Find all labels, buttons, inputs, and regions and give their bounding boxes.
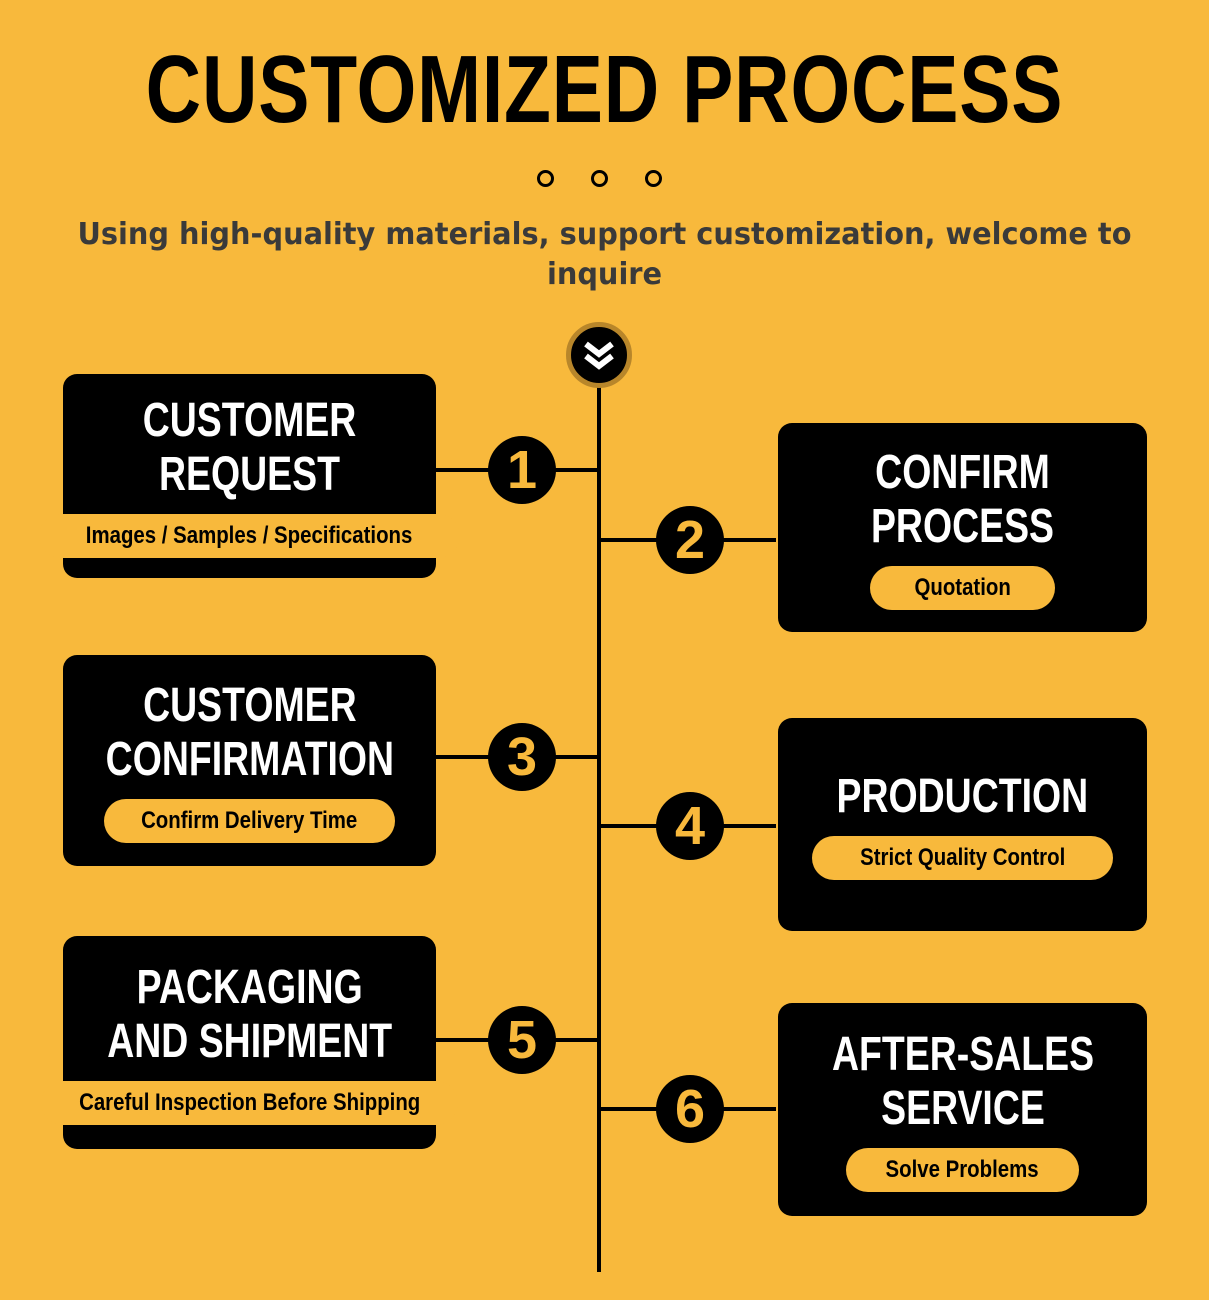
circle-dot-icon (591, 170, 608, 187)
step-card-2: CONFIRM PROCESS Quotation (778, 423, 1147, 632)
step-detail-pill: Solve Problems (846, 1147, 1079, 1192)
step-number-badge: 4 (656, 792, 724, 860)
decorative-dots (537, 170, 677, 194)
step-detail: Images / Samples / Specifications (86, 522, 413, 549)
step-number-badge: 1 (488, 436, 556, 504)
step-title: PRODUCTION (836, 769, 1089, 823)
step-card-1: CUSTOMER REQUEST Images / Samples / Spec… (39, 374, 460, 578)
step-number-badge: 5 (488, 1006, 556, 1074)
step-number-badge: 2 (656, 506, 724, 574)
step-detail-pill: Confirm Delivery Time (104, 798, 395, 843)
step-detail-pill: Careful Inspection Before Shipping (40, 1080, 459, 1125)
step-title: AFTER-SALES SERVICE (831, 1027, 1094, 1135)
page-title: CUSTOMIZED PROCESS (145, 36, 1064, 143)
step-card-5: PACKAGING AND SHIPMENT Careful Inspectio… (40, 936, 459, 1149)
double-chevron-down-icon (566, 322, 632, 388)
step-title: PACKAGING AND SHIPMENT (107, 960, 392, 1068)
step-card-3: CUSTOMER CONFIRMATION Confirm Delivery T… (63, 655, 436, 866)
step-card-4: PRODUCTION Strict Quality Control (778, 718, 1147, 931)
step-title: CONFIRM PROCESS (870, 445, 1055, 553)
step-detail-pill: Strict Quality Control (811, 835, 1114, 880)
step-number-badge: 6 (656, 1075, 724, 1143)
circle-dot-icon (537, 170, 554, 187)
step-title: CUSTOMER CONFIRMATION (105, 678, 394, 786)
step-title: CUSTOMER REQUEST (142, 394, 357, 501)
step-card-6: AFTER-SALES SERVICE Solve Problems (778, 1003, 1147, 1216)
circle-dot-icon (645, 170, 662, 187)
step-detail: Strict Quality Control (859, 843, 1066, 871)
step-detail: Careful Inspection Before Shipping (78, 1088, 421, 1116)
step-number-badge: 3 (488, 723, 556, 791)
step-detail: Solve Problems (885, 1155, 1040, 1183)
page-subtitle: Using high-quality materials, support cu… (77, 217, 1132, 292)
step-detail-pill: Quotation (869, 565, 1056, 610)
step-detail: Confirm Delivery Time (141, 806, 358, 834)
step-detail-pill: Images / Samples / Specifications (39, 514, 460, 558)
step-detail: Quotation (914, 573, 1011, 601)
